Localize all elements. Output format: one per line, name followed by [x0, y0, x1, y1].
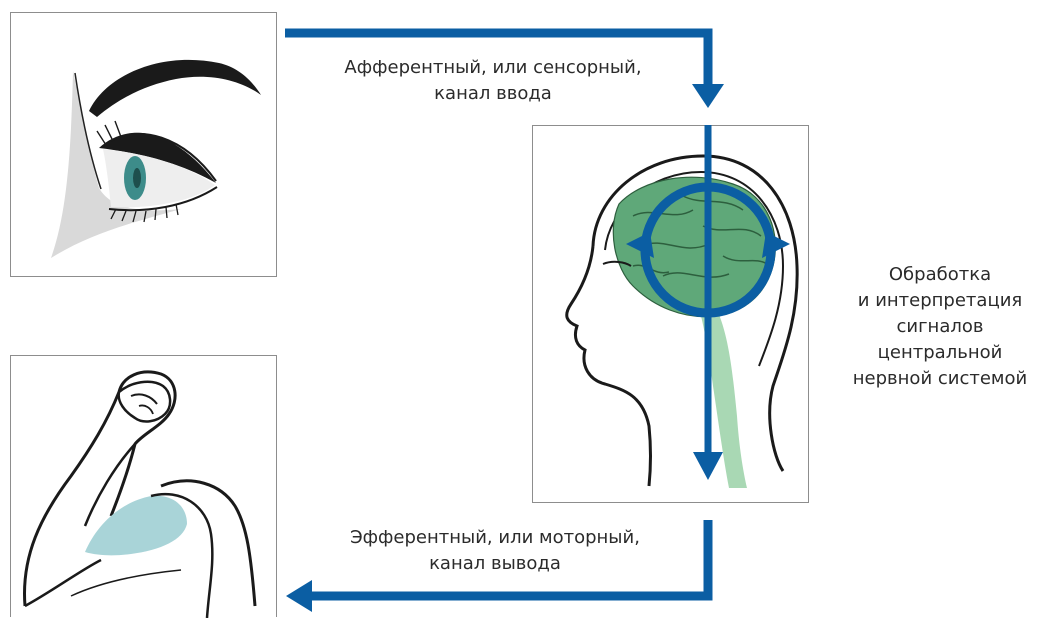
cns-label: Обработка и интерпретация сигналов центр… [842, 262, 1038, 392]
cns-vertical-arrowhead [693, 452, 723, 480]
cns-label-line1: Обработка [888, 264, 992, 285]
afferent-arrow [285, 28, 713, 88]
afferent-label-line1: Афферентный, или сенсорный, [344, 57, 642, 78]
arm-panel [10, 355, 277, 619]
efferent-label-line1: Эфферентный, или моторный, [350, 527, 640, 548]
cns-label-line5: нервной системой [852, 368, 1028, 389]
biceps-muscle [85, 495, 187, 556]
cns-label-line4: центральной [877, 342, 1003, 363]
afferent-arrowhead [692, 84, 724, 108]
efferent-arrow [308, 520, 713, 601]
afferent-label: Афферентный, или сенсорный, канал ввода [318, 55, 668, 107]
flexed-arm-illustration [22, 370, 257, 619]
eye-illustration [51, 59, 261, 258]
cycle-arrows-icon [626, 182, 790, 318]
cns-label-line2: и интерпретация [857, 290, 1023, 311]
efferent-label-line2: канал вывода [429, 553, 561, 574]
afferent-label-line2: канал ввода [434, 83, 552, 104]
efferent-label: Эфферентный, или моторный, канал вывода [320, 525, 670, 577]
efferent-arrowhead [286, 580, 312, 612]
eye-panel [10, 12, 277, 277]
cns-label-line3: сигналов [896, 316, 984, 337]
